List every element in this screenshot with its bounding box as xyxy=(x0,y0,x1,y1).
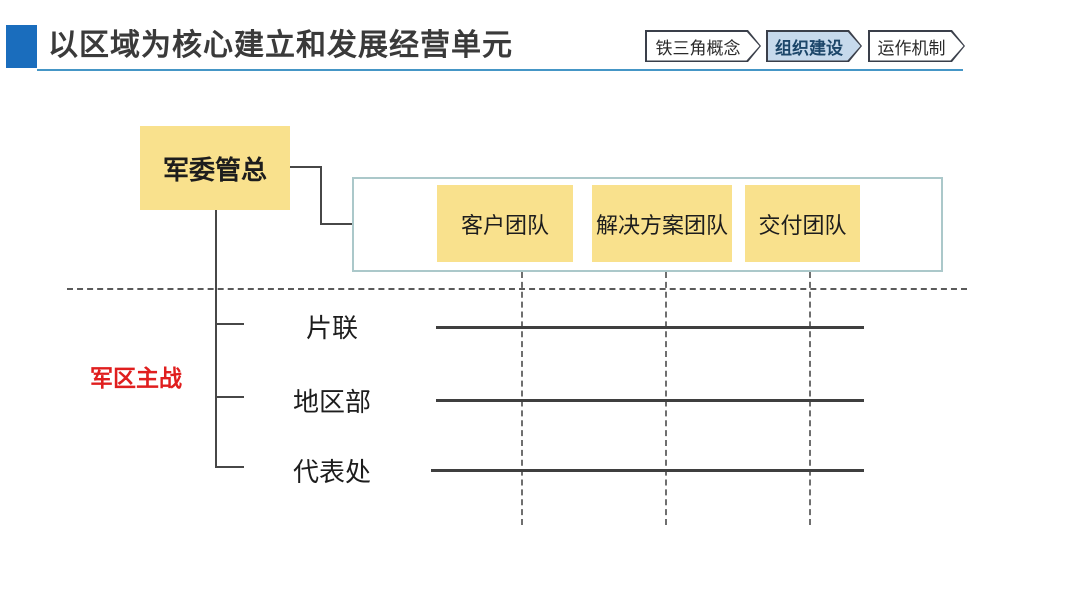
org-tree-branch xyxy=(217,323,244,325)
dashed-separator-line xyxy=(67,288,967,290)
org-tree-trunk xyxy=(215,210,217,468)
tab-label: 铁三角概念 xyxy=(655,38,741,58)
chevron-fill xyxy=(768,32,861,61)
node-customer-team: 客户团队 xyxy=(437,185,573,262)
title-accent-square xyxy=(6,25,37,68)
connector-segment xyxy=(320,166,322,225)
vertical-guide-line xyxy=(665,272,667,525)
title-underline xyxy=(37,69,963,71)
chevron-fill xyxy=(870,32,964,61)
org-tree-branch xyxy=(217,466,244,468)
row-label-pianlian: 片联 xyxy=(305,313,358,343)
connector-segment xyxy=(290,166,322,168)
row-label-rep-office: 代表处 xyxy=(292,457,371,487)
label-war-zone: 军区主战 xyxy=(90,365,182,391)
row-line xyxy=(431,469,864,472)
row-label-regional-dept: 地区部 xyxy=(292,387,371,417)
node-solution-team: 解决方案团队 xyxy=(592,185,732,262)
tab-iron-triangle-concept[interactable]: 铁三角概念 xyxy=(645,30,761,62)
vertical-guide-line xyxy=(809,272,811,525)
page-title: 以区域为核心建立和发展经营单元 xyxy=(48,29,513,62)
row-line xyxy=(436,326,864,329)
tab-label: 组织建设 xyxy=(775,38,843,58)
chevron-fill xyxy=(647,32,760,61)
row-line xyxy=(436,399,864,402)
tab-operation-mechanism[interactable]: 运作机制 xyxy=(868,30,965,62)
vertical-guide-line xyxy=(521,272,523,525)
node-delivery-team: 交付团队 xyxy=(745,185,860,262)
connector-segment xyxy=(320,223,352,225)
node-military-commission: 军委管总 xyxy=(140,126,290,210)
tab-organization-building[interactable]: 组织建设 xyxy=(766,30,862,62)
tab-label: 运作机制 xyxy=(877,38,946,58)
org-tree-branch xyxy=(217,396,244,398)
